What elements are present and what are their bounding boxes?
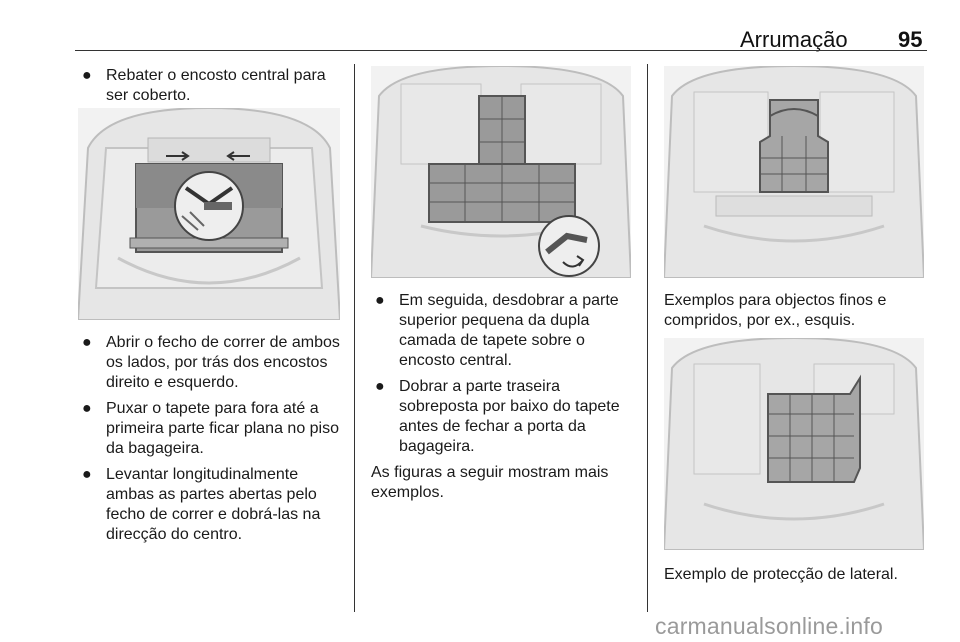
bullet-text: Rebater o encosto central para ser cober… [106,67,326,104]
bullet-dot: ● [82,67,92,84]
figure-caption: Exemplo de protecção de lateral. [664,566,898,583]
bullet-item: ● Abrir o fecho de correr de ambos os la… [78,333,346,393]
bullet-dot: ● [82,334,92,351]
column-1-list: ● Abrir o fecho de correr de ambos os la… [78,333,346,545]
body-paragraph: As figuras a seguir mostram mais exemplo… [371,464,609,501]
column-divider-1 [354,64,355,612]
bullet-item: ● Puxar o tapete para fora até a primeir… [78,399,346,459]
column-3-caption-2: Exemplo de protecção de lateral. [664,565,924,585]
bullet-item: ● Em seguida, desdobrar a parte superior… [371,291,627,371]
bullet-dot: ● [375,292,385,309]
figure-long-objects [664,66,924,278]
bullet-text: Em seguida, desdobrar a parte superior p… [399,292,619,369]
figure-side-protection [664,338,924,550]
bullet-text: Levantar longitudinalmente ambas as part… [106,466,321,543]
bullet-dot: ● [82,400,92,417]
bullet-item: ● Levantar longitudinalmente ambas as pa… [78,465,346,545]
figure-caption: Exemplos para objectos finos e compridos… [664,292,887,329]
watermark: carmanualsonline.info [655,613,883,639]
column-1: ● Rebater o encosto central para ser cob… [78,66,346,106]
page-number: 95 [898,27,923,52]
bullet-text: Dobrar a parte traseira sobreposta por b… [399,378,620,455]
bullet-item: ● Dobrar a parte traseira sobreposta por… [371,377,627,457]
figure-mat-unfolded [371,66,631,278]
column-2-list: ● Em seguida, desdobrar a parte superior… [371,291,627,503]
bullet-text: Puxar o tapete para fora até a primeira … [106,400,340,457]
column-3-caption-1: Exemplos para objectos finos e compridos… [664,291,924,331]
bullet-item: ● Rebater o encosto central para ser cob… [78,66,346,106]
column-divider-2 [647,64,648,612]
section-title: Arrumação [740,27,848,52]
bullet-dot: ● [375,378,385,395]
bullet-dot: ● [82,466,92,483]
header-rule [75,50,927,51]
figure-mat-zipper [78,108,340,320]
bullet-text: Abrir o fecho de correr de ambos os lado… [106,334,340,391]
